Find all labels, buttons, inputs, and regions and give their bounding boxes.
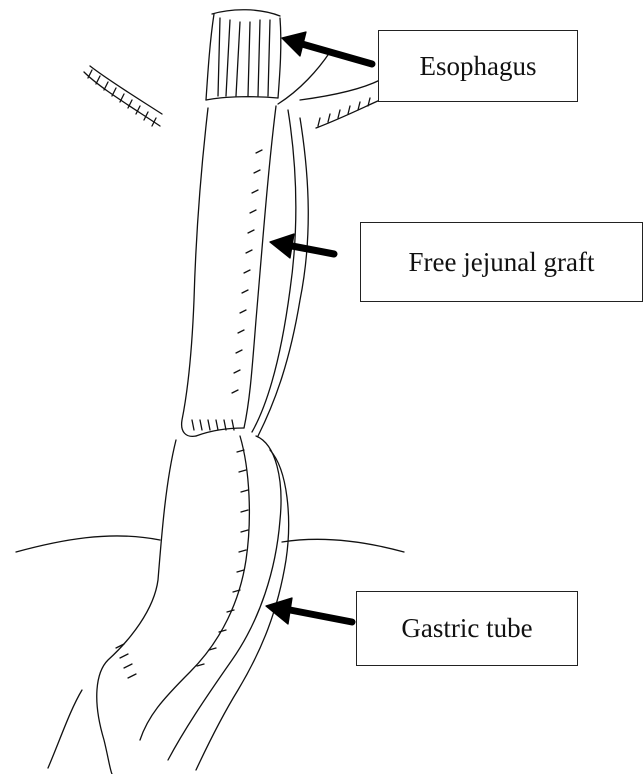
arrow-gastric-tube (266, 598, 352, 624)
label-esophagus-text: Esophagus (420, 51, 537, 82)
gastric-tube (97, 436, 289, 774)
arrow-jejunal-graft (270, 234, 334, 258)
label-jejunal-graft-text: Free jejunal graft (409, 247, 595, 278)
diaphragm-contour (16, 536, 404, 768)
left-clavicle-sketch (84, 66, 162, 126)
arrow-esophagus (282, 32, 372, 64)
label-esophagus: Esophagus (378, 30, 578, 102)
label-gastric-tube-text: Gastric tube (401, 613, 532, 644)
label-jejunal-graft: Free jejunal graft (360, 222, 643, 302)
label-gastric-tube: Gastric tube (356, 591, 578, 666)
jejunal-graft (182, 52, 330, 436)
right-structure-sketch (300, 80, 380, 128)
esophagus-segment (206, 10, 281, 100)
